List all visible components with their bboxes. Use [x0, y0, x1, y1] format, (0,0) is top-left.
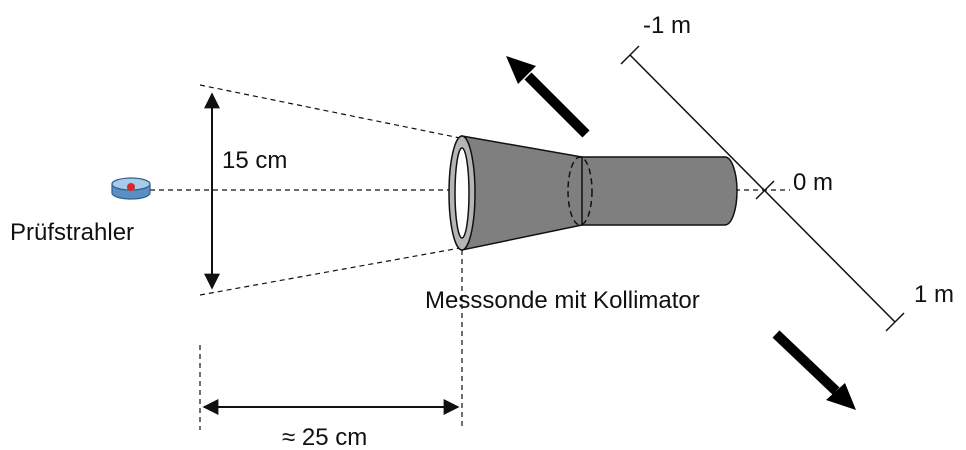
probe-with-collimator — [448, 135, 738, 251]
distance-label: ≈ 25 cm — [282, 424, 367, 450]
beam-edge-lower — [199, 247, 461, 296]
test-source-icon — [111, 177, 151, 200]
beam-width-label: 15 cm — [222, 147, 287, 174]
scale-minus-label: -1 m — [643, 12, 691, 39]
scale-plus-label: 1 m — [914, 281, 954, 308]
beam-edge-upper — [199, 84, 461, 139]
source-label: Prüfstrahler — [10, 219, 134, 246]
movement-arrow-down-right — [772, 330, 856, 410]
probe-label: Messsonde mit Kollimator — [425, 287, 700, 314]
position-scale — [620, 45, 905, 332]
movement-arrow-up-left — [506, 56, 590, 138]
scale-zero-label: 0 m — [793, 169, 833, 196]
